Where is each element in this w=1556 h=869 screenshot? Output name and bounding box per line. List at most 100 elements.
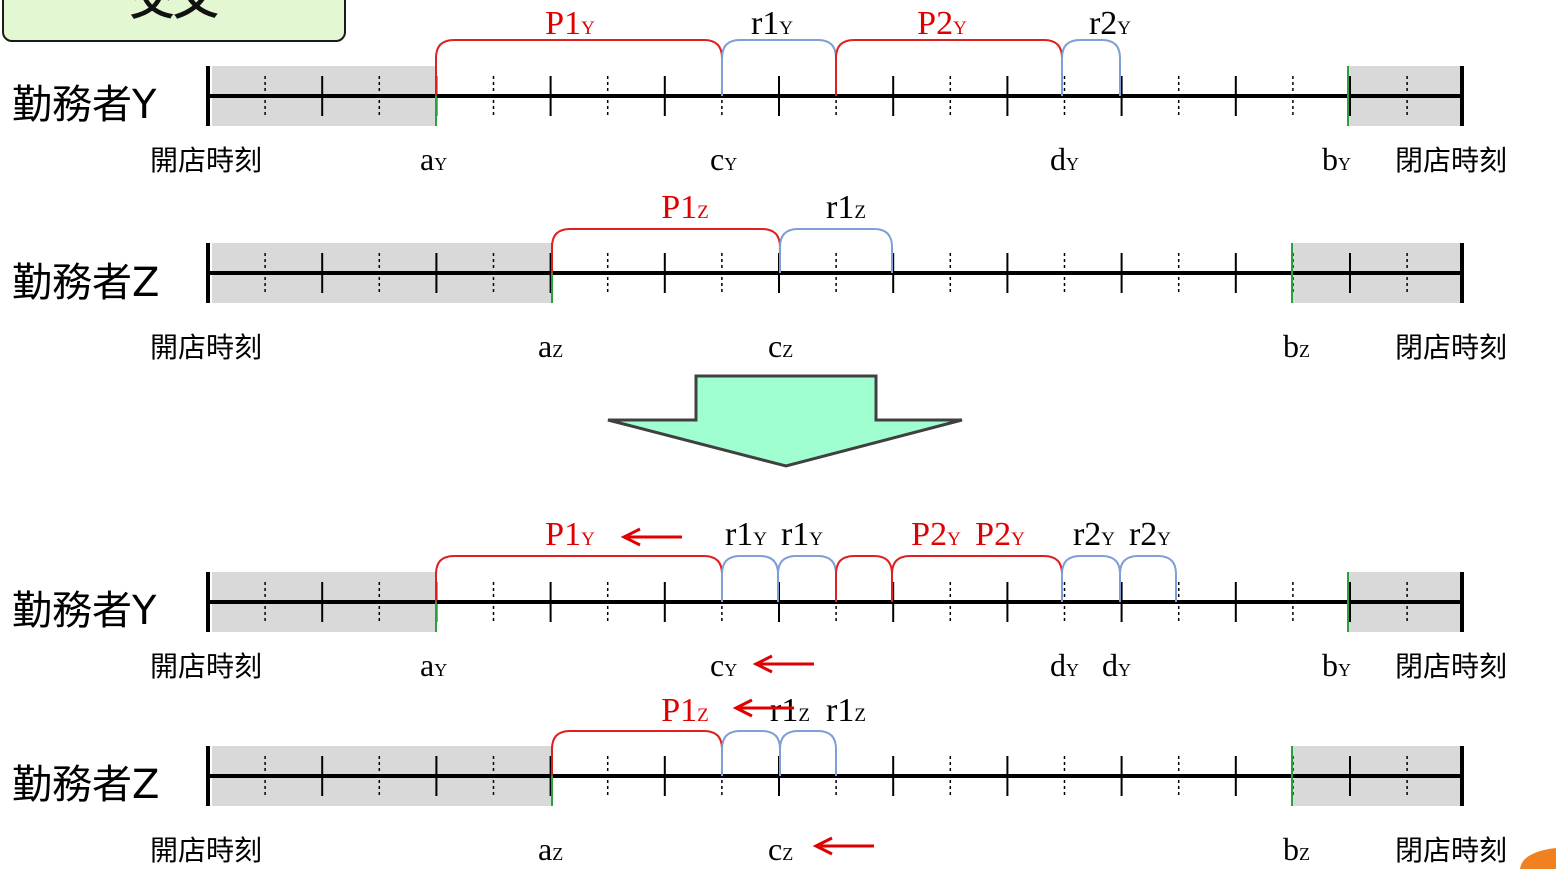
shift-end-label-base: b	[1322, 647, 1338, 683]
shift-end-label-subscript: Z	[1299, 844, 1310, 864]
rest-period-label-subscript: Y	[809, 529, 823, 550]
rest-period-label: r2Y	[1073, 516, 1115, 553]
rest-period-label: r1Z	[826, 189, 866, 226]
shift-start-label-subscript: Y	[434, 154, 447, 174]
timeline-panel-4	[206, 746, 1464, 806]
rest-period-label: r1Y	[725, 516, 767, 553]
rest-period-label-subscript: Y	[1157, 529, 1171, 550]
transition-down-arrow	[607, 374, 963, 468]
shift-end-label-subscript: Y	[1338, 660, 1351, 680]
work-period-label-subscript: Y	[581, 18, 595, 39]
shift-arrow-p1y	[620, 527, 682, 547]
rest-period-label-subscript: Z	[854, 705, 866, 726]
rest-period-label-subscript: Z	[854, 202, 866, 223]
shift-arrow-cz	[812, 836, 874, 856]
work-period-label-subscript: Y	[581, 529, 595, 550]
work-period-arc	[551, 228, 781, 273]
close-time-label: 閉店時刻	[1395, 331, 1507, 364]
title-box	[2, 0, 346, 42]
rest-period-label-subscript: Y	[1101, 529, 1115, 550]
work-period-label: P1Z	[661, 692, 709, 729]
work-period-label: P1Y	[545, 516, 595, 553]
rest-period-label-base: r1	[826, 189, 854, 226]
point-label: dY	[1050, 141, 1079, 177]
shift-end-label: bY	[1322, 647, 1351, 683]
rest-period-label-base: r1	[826, 692, 854, 729]
rest-period-label-base: r1	[770, 692, 798, 729]
open-time-label: 開店時刻	[150, 331, 262, 364]
point-label: cY	[710, 647, 737, 683]
rest-period-label-base: r2	[1073, 516, 1101, 553]
rest-period-label-base: r2	[1129, 516, 1157, 553]
point-label-subscript: Y	[1066, 154, 1079, 174]
shift-arrow-cz-head	[812, 836, 833, 856]
work-period-arc	[551, 730, 723, 776]
work-period-label-base: P1	[545, 516, 581, 553]
rest-period-label-base: r1	[751, 5, 779, 42]
point-label-base: c	[768, 328, 782, 364]
rest-period-arc	[779, 730, 837, 776]
worker-label: 勤務者Z	[12, 762, 159, 808]
rest-period-label-base: r2	[1089, 5, 1117, 42]
timeline-panel-3	[206, 572, 1464, 632]
shift-start-label-base: a	[420, 141, 434, 177]
rest-period-label: r1Y	[751, 5, 793, 42]
open-time-label: 開店時刻	[150, 650, 262, 683]
rest-period-arc	[1061, 555, 1121, 602]
point-label: cZ	[768, 328, 793, 364]
rest-period-arc	[779, 228, 893, 273]
rest-period-arc	[777, 555, 837, 602]
rest-period-label-base: r1	[781, 516, 809, 553]
rest-period-label-subscript: Z	[798, 705, 810, 726]
point-label-subscript: Z	[782, 341, 793, 361]
shift-end-label: bZ	[1283, 328, 1310, 364]
close-time-label: 閉店時刻	[1395, 650, 1507, 683]
rest-period-label-subscript: Y	[753, 529, 767, 550]
point-label: cZ	[768, 831, 793, 867]
shift-end-label-base: b	[1283, 831, 1299, 867]
shift-start-label: aZ	[538, 831, 563, 867]
work-period-label-base: P2	[911, 516, 947, 553]
timeline-panel-1	[206, 66, 1464, 126]
point-label-subscript: Y	[724, 660, 737, 680]
shift-end-label-base: b	[1322, 141, 1338, 177]
shift-arrow-cy-head	[752, 654, 773, 674]
work-period-label: P2Y	[917, 5, 967, 42]
rest-period-arc	[721, 730, 781, 776]
rest-period-label-base: r1	[725, 516, 753, 553]
timeline-panel-2	[206, 243, 1464, 303]
rest-period-label-subscript: Y	[779, 18, 793, 39]
work-period-label-base: P2	[917, 5, 953, 42]
rest-period-label: r1Z	[770, 692, 810, 729]
point-label: cY	[710, 141, 737, 177]
work-period-arc	[835, 39, 1063, 96]
open-time-label: 開店時刻	[150, 834, 262, 867]
close-time-label: 閉店時刻	[1395, 144, 1507, 177]
rest-period-label: r2Y	[1089, 5, 1131, 42]
work-period-label: P2Y	[975, 516, 1025, 553]
shift-end-label-subscript: Z	[1299, 341, 1310, 361]
point-label: dY	[1050, 647, 1079, 683]
worker-label: 勤務者Y	[12, 82, 157, 128]
rest-period-label: r1Y	[781, 516, 823, 553]
rest-period-arc	[721, 39, 837, 96]
point-label-base: c	[710, 647, 724, 683]
work-period-arc	[435, 555, 723, 602]
point-label-base: d	[1102, 647, 1118, 683]
shift-start-label: aZ	[538, 328, 563, 364]
work-period-label-base: P1	[545, 5, 581, 42]
rest-period-label: r1Z	[826, 692, 866, 729]
work-period-label-base: P1	[661, 189, 697, 226]
shift-end-label-base: b	[1283, 328, 1299, 364]
point-label: dY	[1102, 647, 1131, 683]
point-label-subscript: Z	[782, 844, 793, 864]
shift-arrow-p1z-head	[732, 698, 753, 718]
work-period-label-subscript: Z	[697, 202, 709, 223]
work-period-arc	[435, 39, 723, 96]
title-label: 交叉	[2, 0, 346, 42]
worker-label: 勤務者Z	[12, 260, 159, 306]
shift-arrow-cy	[752, 654, 814, 674]
work-period-label: P2Y	[911, 516, 961, 553]
